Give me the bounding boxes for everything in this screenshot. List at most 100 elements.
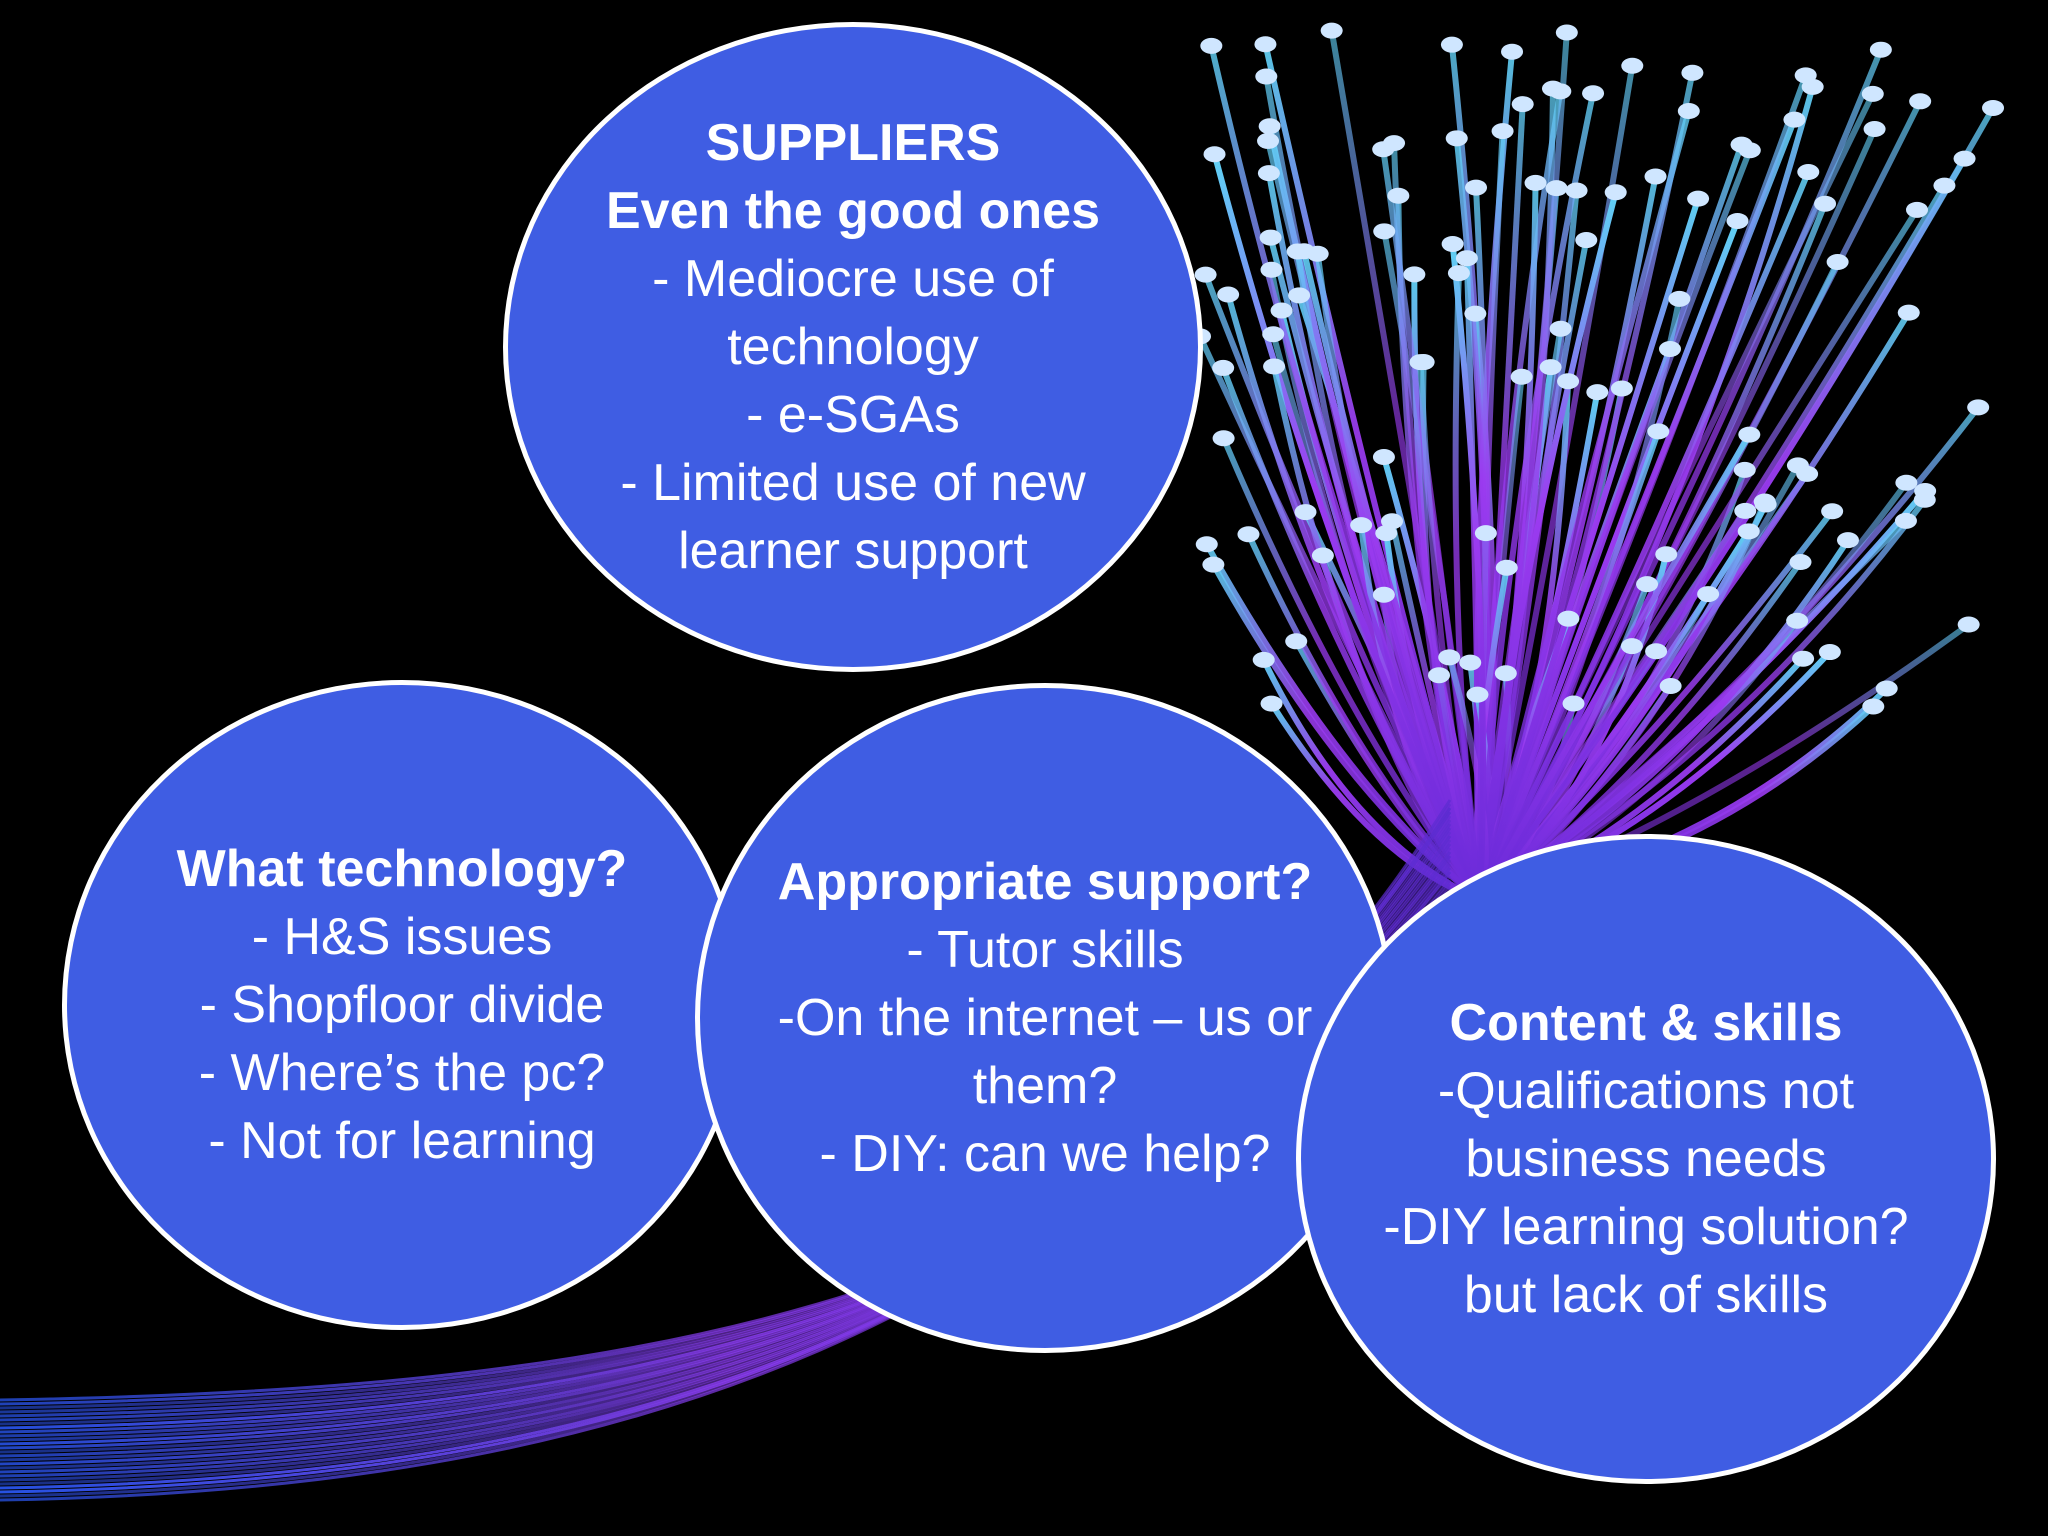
fiber-tip xyxy=(1933,177,1956,194)
technology-heading: What technology? xyxy=(176,840,628,898)
fiber-tip xyxy=(1792,650,1815,667)
fiber-tip xyxy=(1814,195,1837,212)
fiber-tip xyxy=(1494,665,1517,682)
content-line: but lack of skills xyxy=(1463,1266,1829,1324)
fiber-strand xyxy=(1211,153,1483,902)
fiber-tip xyxy=(1383,135,1406,152)
fiber-tip xyxy=(1753,493,1776,510)
fiber-tip xyxy=(1818,644,1841,661)
fiber-tip xyxy=(1826,253,1849,270)
fiber-tip xyxy=(1733,461,1756,478)
suppliers-line: - e-SGAs xyxy=(746,386,960,444)
fiber-tip xyxy=(1636,576,1659,593)
fiber-tip xyxy=(1621,57,1644,74)
fiber-tip xyxy=(1967,399,1990,416)
content-heading: Content & skills xyxy=(1449,994,1843,1052)
fiber-tip xyxy=(1557,373,1580,390)
fiber-tip xyxy=(1350,517,1373,534)
fiber-tip xyxy=(1259,229,1282,246)
fiber-tip xyxy=(1555,24,1578,41)
fiber-tip xyxy=(1668,290,1691,307)
fiber-tip xyxy=(1549,320,1572,337)
support-line: - Tutor skills xyxy=(906,921,1184,979)
fiber-tip xyxy=(1541,80,1564,97)
suppliers-subheading: Even the good ones xyxy=(605,182,1101,240)
fiber-tip xyxy=(1894,512,1917,529)
fiber-tip xyxy=(1659,678,1682,695)
fiber-tip xyxy=(1575,232,1598,249)
fiber-tip xyxy=(1524,174,1547,191)
fiber-tip xyxy=(1875,680,1898,697)
fiber-tip xyxy=(1257,165,1280,182)
fiber-tip xyxy=(1861,85,1884,102)
bubble-support: Appropriate support? - Tutor skills -On … xyxy=(695,683,1395,1353)
fiber-tip xyxy=(1464,305,1487,322)
fiber-strand xyxy=(1477,260,1841,902)
support-line: - DIY: can we help? xyxy=(819,1125,1271,1183)
fiber-tip xyxy=(1217,286,1240,303)
content-line: -DIY learning solution? xyxy=(1383,1198,1909,1256)
fiber-strand xyxy=(1477,106,1996,902)
fiber-tip xyxy=(1465,179,1488,196)
fiber-tip xyxy=(1294,504,1317,521)
fiber-tip xyxy=(1203,146,1226,163)
fiber-tip xyxy=(1257,132,1280,149)
fiber-tip xyxy=(1681,64,1704,81)
suppliers-line: - Mediocre use of xyxy=(652,250,1054,308)
fiber-tip xyxy=(1897,304,1920,321)
suppliers-line: - Limited use of new xyxy=(620,454,1086,512)
fiber-tip xyxy=(1403,266,1426,283)
fiber-tip xyxy=(1495,559,1518,576)
support-heading: Appropriate support? xyxy=(777,853,1313,911)
technology-line: - Where’s the pc? xyxy=(198,1044,606,1102)
technology-line: - Not for learning xyxy=(208,1112,596,1170)
fiber-tip xyxy=(1372,449,1395,466)
suppliers-line: technology xyxy=(727,318,979,376)
content-line: business needs xyxy=(1465,1130,1827,1188)
fiber-tip xyxy=(1491,123,1514,140)
fiber-strand xyxy=(1477,110,1692,901)
fiber-strand xyxy=(1477,433,1752,902)
fiber-tip xyxy=(1258,118,1281,135)
fiber-tip xyxy=(1255,68,1278,85)
fiber-tip xyxy=(1194,266,1217,283)
fiber-strand xyxy=(1301,250,1483,901)
fiber-tip xyxy=(1737,523,1760,540)
fiber-tip xyxy=(1459,654,1482,671)
fiber-tip xyxy=(1797,163,1820,180)
fiber-tip xyxy=(1786,457,1809,474)
fiber-tip xyxy=(1801,78,1824,95)
fiber-strand xyxy=(1477,170,1812,902)
fiber-tip xyxy=(1863,121,1886,138)
fiber-tip xyxy=(1677,103,1700,120)
fiber-tip xyxy=(1237,526,1260,543)
fiber-tip xyxy=(1455,250,1478,267)
fiber-tip xyxy=(1557,610,1580,627)
fiber-tip xyxy=(1869,41,1892,58)
fiber-tip xyxy=(1821,503,1844,520)
fiber-tip xyxy=(1862,698,1885,715)
fiber-tip xyxy=(1582,85,1605,102)
fiber-tip xyxy=(1466,686,1489,703)
fiber-tip xyxy=(1545,180,1568,197)
fiber-tip xyxy=(1687,190,1710,207)
support-line: them? xyxy=(972,1057,1118,1115)
fiber-tip xyxy=(1445,130,1468,147)
fiber-tip xyxy=(1212,430,1235,447)
fiber-tip xyxy=(1658,340,1681,357)
fiber-tip xyxy=(1202,556,1225,573)
fiber-tip xyxy=(1195,536,1218,553)
fiber-tip xyxy=(1501,43,1524,60)
fiber-strands xyxy=(1197,30,1996,903)
technology-line: - Shopfloor divide xyxy=(199,976,605,1034)
fiber-tip xyxy=(1738,426,1761,443)
fiber-strand xyxy=(1477,92,1597,901)
fiber-tip xyxy=(1909,93,1932,110)
fiber-tips xyxy=(1189,22,2005,715)
technology-line: - H&S issues xyxy=(251,908,553,966)
fiber-tip xyxy=(1953,150,1976,167)
fiber-tip xyxy=(1783,111,1806,128)
fiber-tip xyxy=(1438,649,1461,666)
fiber-tip xyxy=(1311,547,1334,564)
